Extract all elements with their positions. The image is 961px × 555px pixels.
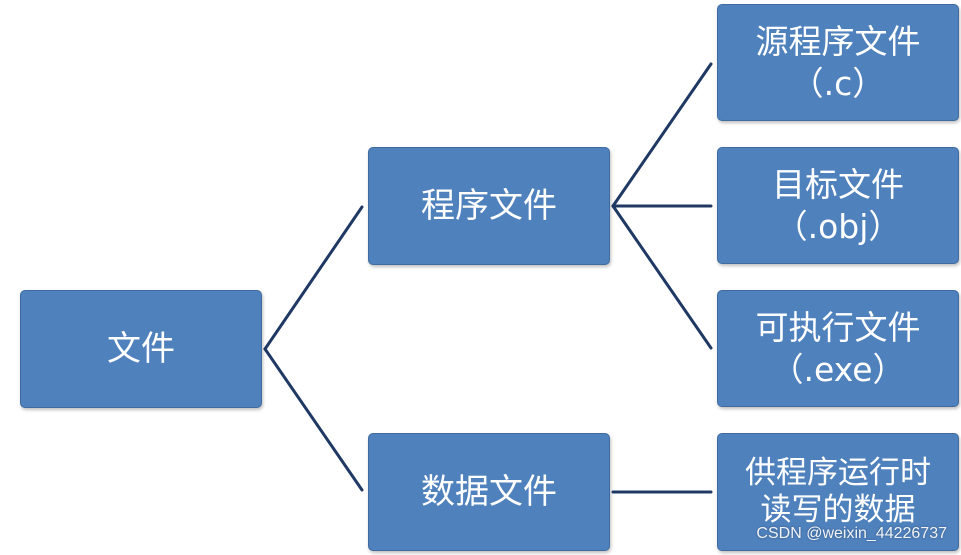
node-object-files: 目标文件 （.obj）	[717, 147, 959, 264]
node-source-files: 源程序文件 （.c）	[717, 4, 959, 121]
node-source-files-extension: （.c）	[790, 63, 886, 103]
connector-program-to-source	[611, 62, 713, 208]
node-executable-files-extension: （.exe）	[770, 349, 906, 389]
node-files: 文件	[20, 290, 262, 408]
node-runtime-data-line2: 读写的数据	[760, 492, 916, 528]
node-program-files: 程序文件	[368, 147, 610, 265]
node-object-files-title: 目标文件	[772, 165, 904, 205]
node-object-files-extension: （.obj）	[774, 206, 902, 246]
node-runtime-data: 供程序运行时 读写的数据	[717, 433, 959, 551]
node-runtime-data-line1: 供程序运行时	[745, 454, 931, 491]
node-data-files: 数据文件	[368, 433, 610, 551]
connector-program-to-executable	[611, 204, 713, 350]
node-source-files-title: 源程序文件	[755, 22, 921, 62]
connector-root-to-data-files	[263, 347, 364, 492]
node-executable-files-title: 可执行文件	[755, 308, 921, 348]
node-executable-files: 可执行文件 （.exe）	[717, 290, 959, 407]
watermark-text: CSDN @weixin_44226737	[756, 525, 947, 542]
node-data-files-label: 数据文件	[421, 471, 557, 512]
connector-root-to-program-files	[263, 205, 364, 351]
node-program-files-label: 程序文件	[421, 185, 557, 226]
node-files-label: 文件	[107, 328, 175, 369]
